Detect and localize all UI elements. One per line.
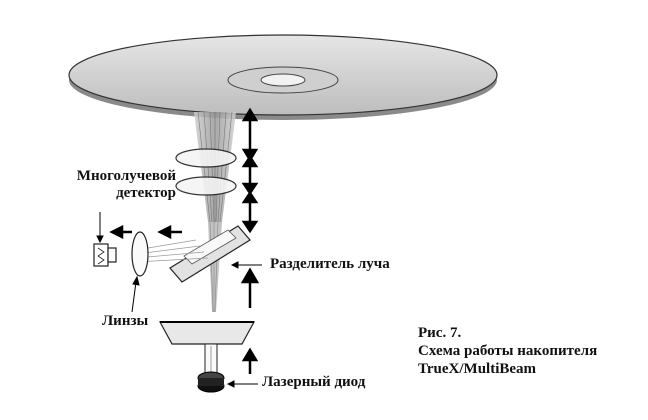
figure-caption: Рис. 7. Схема работы накопителя TrueX/Mu…	[418, 324, 597, 378]
collimator-mount	[158, 321, 256, 345]
detector-arrows	[109, 224, 182, 240]
double-arrow-icon	[241, 107, 259, 163]
double-arrow-icon	[241, 154, 259, 196]
double-arrow-icon	[241, 190, 259, 234]
detector-label: Многолучевой детектор	[44, 168, 176, 203]
laser-beam-bundle	[194, 111, 236, 313]
left-arrow-icon	[157, 224, 182, 240]
caption-line2: Схема работы накопителя	[418, 343, 598, 359]
optical-disc	[68, 34, 498, 120]
detector-lens	[131, 231, 149, 277]
caption-line1: Рис. 7.	[418, 325, 462, 341]
caption-line3: TrueX/MultiBeam	[418, 361, 537, 377]
focusing-lens-lower	[175, 176, 237, 196]
laser-diode	[197, 343, 225, 393]
beam-splitter	[169, 225, 251, 283]
detector-label-line1: Многолучевой	[76, 168, 176, 184]
up-arrow-icon	[241, 347, 259, 374]
detector-label-line2: детектор	[116, 185, 176, 202]
lenses-label: Линзы	[102, 313, 149, 329]
movement-arrows	[240, 107, 260, 374]
focusing-lens-upper	[175, 148, 237, 168]
splitter-label: Разделитель луча	[270, 256, 390, 272]
diode-label: Лазерный диод	[262, 374, 366, 390]
up-arrow-icon	[240, 267, 260, 308]
multibeam-detector	[93, 243, 117, 267]
left-arrow-icon	[109, 224, 132, 240]
label-pointers	[96, 212, 262, 388]
